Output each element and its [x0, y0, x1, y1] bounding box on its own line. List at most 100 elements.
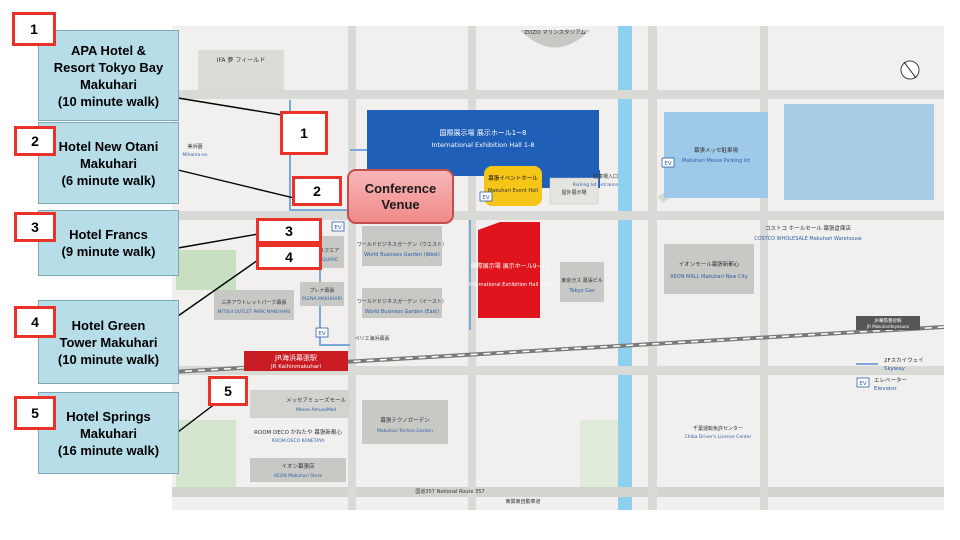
hotel-callout-4: Hotel Green Tower Makuhari (10 minute wa… — [38, 300, 179, 384]
messe-parking-lot — [664, 112, 768, 198]
aeon-mall-new-city — [664, 244, 754, 294]
ev-marker-3: EV — [315, 327, 329, 338]
hotel-3-walk-time: (9 minute walk) — [61, 244, 156, 259]
road-mid-vertical — [468, 26, 476, 510]
venue-label-line2: Venue — [381, 196, 420, 212]
messe-amuse-mall — [250, 390, 350, 418]
hotel-4-number-badge: 4 — [14, 306, 56, 338]
tokyo-gas-label: 東京ガス 幕張ビル — [561, 277, 603, 284]
ifa-field-label: IFA 夢 フィールド — [217, 56, 265, 64]
road-central — [172, 211, 944, 220]
hotel-3-number-badge: 3 — [14, 212, 56, 242]
tokyo-gas-building — [560, 262, 604, 302]
legend-skyway-jp: 2Fスカイウェイ — [884, 356, 924, 364]
exhibition-hall-9-11 — [478, 222, 540, 318]
jr-station-label-jp: JR海浜幕張駅 — [274, 353, 317, 362]
hotel-4-walk-time: (10 minute walk) — [57, 351, 160, 367]
ev-marker-2: EV — [331, 221, 345, 232]
hotel-2-walk-time: (6 minute walk) — [61, 172, 156, 188]
hotel-5-name-line1: Hotel Springs — [66, 408, 151, 424]
messe-parking-label-jp: 幕張メッセ駐車場 — [694, 146, 739, 154]
hotel-1-name-line3: Makuhari — [79, 76, 138, 92]
compass-icon — [900, 60, 920, 80]
plena-makuhari — [300, 282, 344, 306]
jr-kaihinmakuhari-station — [244, 351, 348, 371]
hotel-2-name-line2: Makuhari — [79, 155, 138, 171]
wbg-east-label-jp: ワールドビジネスガーデン（イースト） — [357, 298, 447, 305]
hotel-4-name-line2: Tower Makuhari — [59, 334, 158, 350]
techno-garden-label-jp: 幕張テクノガーデン — [380, 416, 430, 424]
connector-line-2 — [177, 169, 295, 199]
hotel-callout-1: APA Hotel & Resort Tokyo Bay Makuhari (1… — [38, 30, 179, 121]
hotel-callout-5: Hotel Springs Makuhari (16 minute walk) — [38, 392, 179, 474]
jr-toyosuna-label-jp: JR幕張豊砂駅 — [874, 317, 902, 324]
wbg-east-label-en: World Business Garden (East) — [365, 309, 439, 315]
techno-garden — [362, 400, 448, 444]
event-hall — [484, 166, 542, 206]
outdoor-space-label: 屋外展示場 — [561, 189, 586, 196]
room-deco-label-en: ROOM DECO KANETAYA — [272, 438, 326, 444]
route-357-label: 国道357 National Route 357 — [415, 488, 484, 495]
hall-9-11-label-en: International Exhibition Hall 9-11 — [469, 282, 551, 288]
zozo-stadium — [520, 30, 590, 48]
road-far-east-vertical — [760, 26, 768, 510]
event-hall-label-jp: 幕張イベントホール — [488, 174, 538, 182]
river — [618, 26, 632, 510]
expressway-label: 東関東自動車道 — [505, 498, 540, 505]
messe-amuse-label: メッセアミューズモール — [286, 396, 347, 404]
aeon-store-label-en: AEON Makuhari Store — [274, 473, 322, 479]
connector-line-1 — [177, 97, 301, 119]
conference-venue-marker: Conference Venue — [347, 169, 454, 224]
plena-label-en: PLENA MAKUHARI — [302, 296, 342, 302]
hotel-5-walk-time: (16 minute walk) — [57, 442, 160, 458]
ev-marker-4: EV — [661, 157, 675, 168]
svg-text:EV: EV — [482, 195, 489, 201]
jr-makuharitoyosuna-station — [856, 316, 920, 330]
hotel-2-name-line1: Hotel New Otani — [58, 138, 159, 154]
map-marker-hotel-5: 5 — [208, 376, 248, 406]
parking-entrance-label-en: Parking lot entrance — [573, 182, 619, 188]
hotel-3-name: Hotel Francs — [69, 227, 148, 242]
jr-toyosuna-label-en: JR Makuharitoyosuna — [866, 324, 910, 329]
aeon-makuhari-store — [250, 458, 346, 482]
mitsui-outlet-park — [214, 290, 294, 320]
hall-1-8-label-en: International Exhibition Hall 1-8 — [431, 141, 534, 149]
mihama-label-en: Mihama-en — [182, 152, 207, 158]
hotel-callout-3: Hotel Francs (9 minute walk) — [38, 210, 179, 276]
svg-text:EV: EV — [859, 381, 866, 387]
svg-text:EV: EV — [664, 161, 671, 167]
mitsui-outlet-label-en: MITSUI OUTLET PARK MAKUHARI — [218, 309, 291, 315]
ev-marker-1: EV — [479, 191, 493, 202]
event-hall-label-en: Makuhari Event Hall — [488, 188, 538, 194]
svg-text:EV: EV — [318, 331, 325, 337]
connector-line-3 — [177, 233, 259, 249]
road-west-vertical — [348, 26, 356, 510]
hall-1-8-label-jp: 国際展示場 展示ホール1~8 — [440, 128, 527, 137]
map-marker-hotel-2: 2 — [292, 176, 342, 206]
connector-line-4 — [177, 259, 259, 317]
tokyo-gas-label-en: Tokyo Gas — [568, 288, 595, 294]
legend-elevator-jp: エレベーター — [874, 376, 907, 384]
venue-label-line1: Conference — [364, 180, 437, 196]
qvc-label: QVC スクエア — [307, 248, 339, 254]
mitsui-outlet-label: 三井アウトレットパーク幕張 — [221, 299, 286, 306]
road-north — [172, 90, 944, 99]
driver-center-label: 千葉運転免許センター — [693, 425, 743, 432]
zozo-label: ZOZO マリンスタジアム — [524, 28, 586, 36]
costco-label-jp: コストコ ホールセール 幕張倉庫店 — [765, 224, 851, 232]
world-business-garden-west — [362, 226, 442, 266]
map-marker-hotel-1: 1 — [280, 111, 328, 155]
hotel-2-number-badge: 2 — [14, 126, 56, 156]
driver-center-label-en: Chiba Driver's License Center — [685, 434, 752, 440]
hotel-1-number-badge: 1 — [12, 12, 56, 46]
map-marker-hotel-4: 4 — [256, 244, 322, 270]
legend-skyway-en: Skyway — [884, 366, 906, 372]
plena-label: プレナ幕張 — [309, 287, 334, 294]
hotel-1-walk-time: (10 minute walk) — [57, 93, 160, 109]
world-business-garden-east — [362, 288, 442, 318]
parking-entrance-label: 駐車場入口 — [593, 173, 618, 180]
hotel-5-name-line2: Makuhari — [79, 425, 138, 441]
messe-amuse-label-en: Messe AmuseMall — [296, 407, 336, 413]
hotel-callout-2: Hotel New Otani Makuhari (6 minute walk) — [38, 122, 179, 204]
